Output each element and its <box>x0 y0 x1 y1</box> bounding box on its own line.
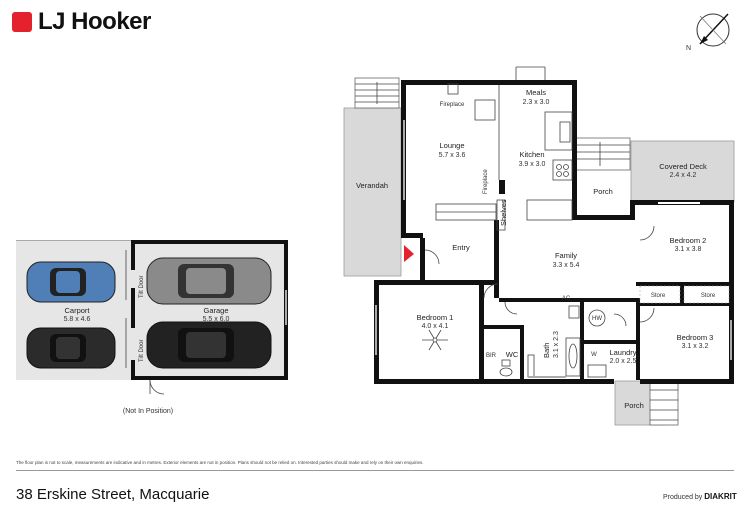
store1-label: Store <box>651 293 666 299</box>
bedroom2-dims: 3.1 x 3.8 <box>675 246 702 253</box>
bedroom2-label: Bedroom 2 <box>670 236 707 245</box>
bath-dims: 3.1 x 2.3 <box>553 331 560 358</box>
property-address: 38 Erskine Street, Macquarie <box>16 486 210 503</box>
store2-label: Store <box>701 293 716 299</box>
car-icon <box>26 261 116 303</box>
shelves-label: Shelves <box>499 199 508 226</box>
covered-deck-label: Covered Deck <box>659 162 707 171</box>
not-in-position-label: (Not In Position) <box>123 408 173 415</box>
lounge-label: Lounge <box>439 141 464 150</box>
family-label: Family <box>555 251 577 260</box>
fireplace-side-label: Fireplace <box>483 169 489 194</box>
verandah-steps <box>354 77 400 109</box>
meals-label: Meals <box>526 88 546 97</box>
fireplace-top-label: Fireplace <box>440 102 465 108</box>
bedroom1-dims: 4.0 x 4.1 <box>422 323 449 330</box>
car-icon <box>146 257 272 305</box>
lj-hooker-logo-icon <box>12 12 32 32</box>
north-arrow-icon <box>696 13 730 47</box>
produced-by: Produced by DIAKRIT <box>663 492 737 501</box>
w-label: W <box>591 352 597 358</box>
bir-label: BIR <box>486 353 497 359</box>
covered-deck-area <box>630 140 735 203</box>
verandah-label: Verandah <box>356 181 388 190</box>
bedroom1-label: Bedroom 1 <box>417 313 454 322</box>
compass-label: N <box>686 45 691 52</box>
bedroom3-label: Bedroom 3 <box>677 333 714 342</box>
entry-marker-icon <box>404 245 414 262</box>
wc-label: WC <box>506 350 519 359</box>
brand-name: LJ Hooker <box>38 8 151 35</box>
laundry-dims: 2.0 x 2.5 <box>610 358 637 365</box>
meals-dims: 2.3 x 3.0 <box>523 99 550 106</box>
porch-bottom-label: Porch <box>624 401 644 410</box>
interior-fixtures <box>375 66 732 378</box>
entry-label: Entry <box>452 243 470 252</box>
lounge-dims: 5.7 x 3.6 <box>439 152 466 159</box>
disclaimer: The floor plan is not to scale, measurem… <box>16 460 424 465</box>
bath-label: Bath <box>542 343 551 358</box>
porch-top-steps <box>575 137 631 171</box>
bedroom3-dims: 3.1 x 3.2 <box>682 343 709 350</box>
carport-label: Carport <box>64 306 90 315</box>
hw-label: HW <box>592 316 602 322</box>
tilt-door-1-label: Tilt Door <box>139 276 145 298</box>
garage-dims: 5.5 x 6.0 <box>203 316 230 323</box>
carport-dims: 5.8 x 4.6 <box>64 316 91 323</box>
kitchen-dims: 3.9 x 3.0 <box>519 161 546 168</box>
car-icon <box>146 321 272 369</box>
porch-top-label: Porch <box>593 187 613 196</box>
kitchen-label: Kitchen <box>519 150 544 159</box>
laundry-label: Laundry <box>609 348 636 357</box>
car-icon <box>26 327 116 369</box>
produced-by-name: DIAKRIT <box>704 492 737 501</box>
verandah-area <box>343 107 402 277</box>
family-dims: 3.3 x 5.4 <box>553 262 580 269</box>
footer-divider <box>16 470 734 471</box>
garage-label: Garage <box>203 306 228 315</box>
ac-label: AC <box>562 296 571 302</box>
produced-by-prefix: Produced by <box>663 494 703 501</box>
tilt-door-2-label: Tilt Door <box>139 340 145 362</box>
porch-bottom-steps <box>649 380 679 426</box>
covered-deck-dims: 2.4 x 4.2 <box>670 172 697 179</box>
